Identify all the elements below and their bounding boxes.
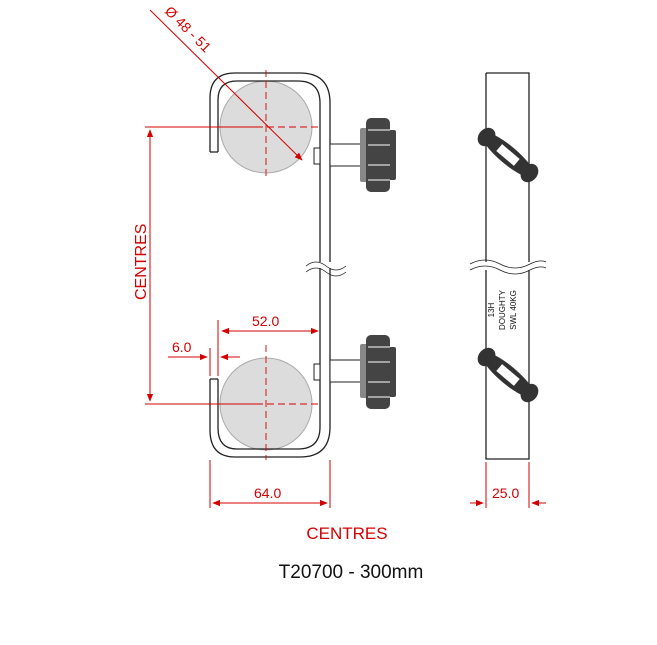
- plate-line-3: SWL 40KG: [509, 290, 518, 330]
- dimension-6: 6.0: [168, 339, 240, 376]
- centres-vertical-label: CENTRES: [133, 224, 150, 300]
- dimension-64: 64.0: [209, 460, 331, 508]
- upper-wing-knob: [477, 127, 539, 183]
- dim-52-label: 52.0: [252, 313, 279, 329]
- side-view: 13H DOUGHTY SWL 40KG: [469, 72, 547, 460]
- dim-6-label: 6.0: [172, 339, 192, 355]
- lower-hook: [209, 268, 331, 458]
- dimension-25: 25.0: [470, 462, 546, 508]
- upper-knob: [313, 118, 396, 192]
- dim-64-label: 64.0: [254, 485, 281, 501]
- plate-text: 13H DOUGHTY SWL 40KG: [487, 289, 518, 330]
- part-caption: T20700 - 300mm: [278, 562, 424, 583]
- dimension-52: 52.0: [217, 313, 319, 376]
- dim-25-label: 25.0: [492, 485, 519, 501]
- plate-line-1: 13H: [487, 302, 496, 317]
- plate-line-2: DOUGHTY: [498, 289, 507, 330]
- dimension-centres-vertical: CENTRES: [133, 126, 262, 405]
- front-view: [209, 70, 396, 460]
- lower-wing-knob: [477, 347, 539, 403]
- centres-bottom-label: CENTRES: [306, 524, 388, 543]
- upper-hook: [209, 72, 331, 262]
- lower-knob: [313, 335, 396, 409]
